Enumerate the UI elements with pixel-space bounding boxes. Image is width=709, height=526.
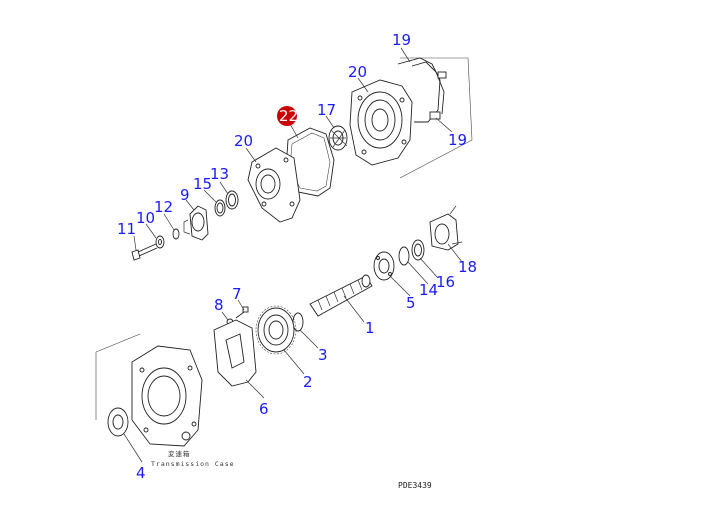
snap-ring-3-part[interactable] (292, 312, 304, 332)
o-ring-12-part[interactable] (172, 228, 180, 240)
bolt-7-part[interactable] (235, 306, 249, 319)
transmission-case (95, 333, 203, 447)
callout-13[interactable]: 13 (210, 165, 229, 183)
callout-1[interactable]: 1 (365, 319, 375, 337)
callout-7[interactable]: 7 (232, 285, 242, 303)
highlight-marker (277, 106, 297, 126)
case-label-cjk: 変速箱 (168, 449, 191, 458)
output-shaft-1-part[interactable] (309, 274, 373, 317)
gear-2-part[interactable] (255, 305, 297, 355)
callout-19b[interactable]: 19 (448, 131, 467, 149)
callout-19a[interactable]: 19 (392, 31, 411, 49)
drawing-code: PDE3439 (398, 481, 432, 490)
callout-21[interactable]: 20 (348, 63, 367, 81)
callout-22-highlighted[interactable]: 22 (279, 107, 298, 125)
callout-9[interactable]: 9 (180, 186, 190, 204)
yoke-18-part[interactable] (429, 205, 463, 251)
callout-3[interactable]: 3 (318, 346, 328, 364)
callout-11[interactable]: 11 (117, 220, 136, 238)
retainer-plate-20-part[interactable] (247, 147, 301, 223)
bearing-17-part[interactable] (328, 125, 348, 151)
callout-18[interactable]: 18 (458, 258, 477, 276)
leader-lines (123, 47, 463, 463)
cover-frame (399, 57, 473, 179)
callout-20[interactable]: 20 (234, 132, 253, 150)
case-label: Transmission Case (151, 460, 235, 468)
seal-16-part[interactable] (411, 239, 425, 261)
callout-17[interactable]: 17 (317, 101, 336, 119)
seal-15-part[interactable] (214, 199, 226, 217)
callout-8[interactable]: 8 (214, 296, 224, 314)
cover-6-part[interactable] (213, 319, 257, 387)
callout-15[interactable]: 15 (193, 175, 212, 193)
callout-labels[interactable]: 19 20 19 17 22 20 13 15 9 12 10 11 18 16… (117, 31, 477, 482)
callout-6[interactable]: 6 (259, 400, 269, 418)
bearing-4-part[interactable] (107, 407, 129, 437)
callout-14[interactable]: 14 (419, 281, 438, 299)
seal-13-part[interactable] (225, 190, 239, 210)
callout-12[interactable]: 12 (154, 198, 173, 216)
washer-10-part[interactable] (155, 235, 165, 249)
gasket-19-part[interactable] (397, 57, 447, 123)
ring-14-part[interactable] (398, 246, 410, 266)
callout-2[interactable]: 2 (303, 373, 313, 391)
coupling-9-part[interactable] (183, 205, 209, 241)
callout-4[interactable]: 4 (136, 464, 146, 482)
bearing-5-part[interactable] (373, 251, 395, 281)
callout-5[interactable]: 5 (406, 294, 416, 312)
callout-10[interactable]: 10 (136, 209, 155, 227)
rear-housing-part[interactable] (349, 79, 413, 166)
callout-16[interactable]: 16 (436, 273, 455, 291)
bolt-11-part[interactable] (131, 243, 158, 261)
